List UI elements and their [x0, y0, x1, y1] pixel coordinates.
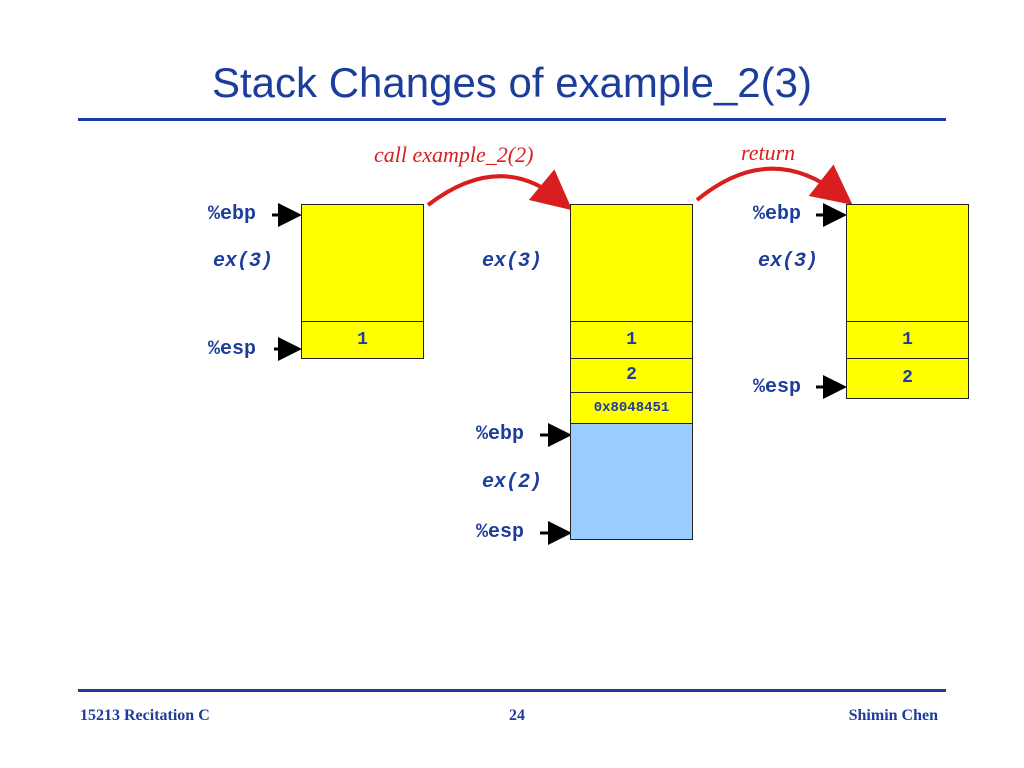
left-esp-label: %esp	[208, 338, 257, 361]
middle-esp-label: %esp	[476, 521, 525, 544]
middle-frame-ex3	[570, 204, 693, 322]
middle-stack-cell: 1	[570, 321, 693, 359]
return-arrow	[695, 164, 853, 205]
footer-course: 15213 Recitation C	[80, 707, 210, 724]
call-arrow	[426, 169, 573, 211]
right-frame-ex3	[846, 204, 969, 322]
middle-frame-ex2	[570, 423, 693, 540]
slide-title: Stack Changes of example_2(3)	[212, 59, 812, 106]
right-stack-cell: 2	[846, 358, 969, 399]
middle-frame-label-ex2: ex(2)	[482, 471, 543, 494]
right-esp-label: %esp	[753, 376, 802, 399]
middle-frame-label-ex3: ex(3)	[482, 250, 543, 273]
right-stack-cell: 1	[846, 321, 969, 359]
left-frame-label: ex(3)	[213, 250, 274, 273]
footer-page-number: 24	[509, 707, 525, 724]
left-ebp-label: %ebp	[208, 203, 257, 226]
title-divider	[78, 118, 946, 121]
footer-author: Shimin Chen	[848, 707, 938, 724]
middle-ebp-label: %ebp	[476, 423, 525, 446]
left-stack-cell: 1	[301, 321, 424, 359]
middle-stack-cell: 2	[570, 358, 693, 393]
footer-divider	[78, 689, 946, 692]
right-frame-label: ex(3)	[758, 250, 819, 273]
left-frame-ex3	[301, 204, 424, 322]
return-address-cell: 0x8048451	[570, 392, 693, 424]
return-annotation: return	[741, 140, 796, 165]
call-annotation: call example_2(2)	[374, 142, 534, 167]
right-ebp-label: %ebp	[753, 203, 802, 226]
